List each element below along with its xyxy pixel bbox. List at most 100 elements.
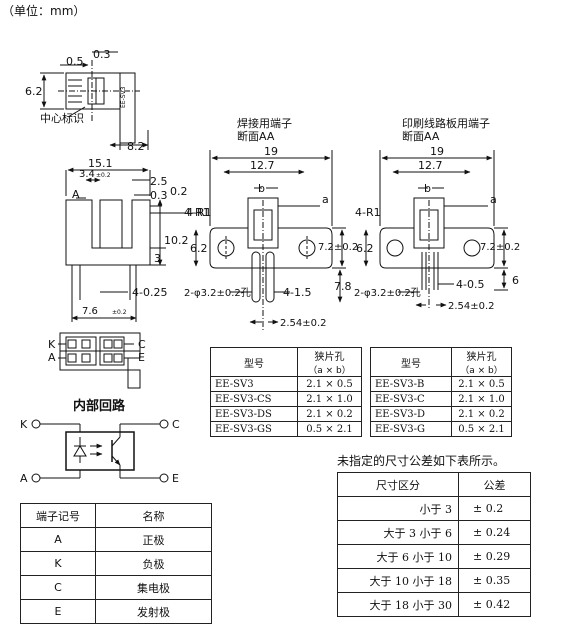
pcb-title-2: 断面AA (402, 129, 440, 143)
dim-top-0-5: 0.5 (66, 55, 84, 68)
pcb-dim-6: 6 (512, 274, 519, 287)
pcb-dim-a: a (490, 193, 497, 206)
table-row: 大于 3 小于 6± 0.24 (337, 520, 531, 545)
solder-hole: 2-φ3.2±0.2孔 (184, 287, 251, 299)
tolerance-table: 尺寸区分 公差 小于 3± 0.2 大于 3 小于 6± 0.24 大于 6 小… (337, 472, 531, 617)
dim-front-tol: ±0.2 (96, 172, 111, 179)
solder-dim-7-2: 7.2±0.2 (318, 242, 358, 253)
table-cell: 小于 3 (337, 496, 459, 521)
unit-label: （单位：mm） (2, 4, 86, 18)
section-mark-a: A (72, 188, 80, 201)
table-cell: 2.1 × 0.5 (451, 376, 512, 392)
table-cell: EE-SV3-D (370, 406, 452, 422)
circuit-title: 内部回路 (73, 399, 126, 414)
dim-front-4-r1: 4-R1 (186, 206, 212, 219)
dim-front-10-2: 10.2 (164, 234, 189, 247)
solder-dim-a: a (322, 193, 329, 206)
dim-front-0-3: 0.3 (150, 189, 168, 202)
dim-top-0-3: 0.3 (93, 48, 111, 61)
solder-dim-19: 19 (264, 145, 278, 158)
solder-title-1: 焊接用端子 (237, 116, 292, 130)
table-cell: 大于 3 小于 6 (337, 520, 459, 545)
pcb-section-drawing (363, 150, 508, 310)
bottom-label-e: E (138, 351, 145, 364)
solder-dim-b: b (258, 182, 265, 195)
table-cell: 集电极 (95, 575, 212, 600)
table-cell: 负极 (95, 551, 212, 576)
solder-dim-4-r1: 4-R1 (184, 206, 210, 219)
part-mark: EE-SV3 (120, 86, 127, 108)
model-table-1-header-model: 型号 (210, 347, 298, 377)
table-cell: 2.1 × 1.0 (297, 391, 362, 407)
model-table-2-header-slit: 狭片孔（a × b） (451, 347, 512, 377)
terminal-header-name: 名称 (95, 503, 212, 528)
table-cell: E (20, 599, 96, 624)
model-table-2-header-model: 型号 (370, 347, 452, 377)
dim-top-8-2: 8.2 (127, 140, 145, 153)
dim-front-0-2: 0.2 (170, 185, 188, 198)
tolerance-header-value: 公差 (458, 472, 531, 497)
pcb-dim-4-0-5: 4-0.5 (456, 278, 484, 291)
solder-dim-4-1-5: 4-1.5 (283, 286, 311, 299)
table-cell: 2.1 × 1.0 (451, 391, 512, 407)
model-table-1-header-slit: 狭片孔 （a × b） (297, 347, 362, 377)
bottom-label-k: K (48, 338, 56, 351)
table-row: 大于 6 小于 10± 0.29 (337, 544, 531, 569)
model-table-2-header-slit-2: （a × b） (460, 366, 503, 376)
pin-label-1: 4-0.25 (132, 286, 167, 299)
model-table-1-header-slit-2: （a × b） (308, 366, 351, 376)
table-row: 大于 18 小于 30± 0.42 (337, 592, 531, 617)
table-cell: 正极 (95, 527, 212, 552)
table-cell: 2.1 × 0.2 (297, 406, 362, 422)
table-cell: ± 0.42 (458, 592, 531, 617)
circuit-label-k: K (20, 418, 28, 431)
pcb-dim-2-54: 2.54±0.2 (448, 301, 495, 312)
terminal-header-symbol: 端子记号 (20, 503, 96, 528)
circuit-label-c: C (172, 418, 180, 431)
table-cell: EE-SV3-B (370, 376, 452, 392)
pcb-title-1: 印刷线路板用端子 (402, 116, 490, 130)
dim-front-7-6: 7.6 (82, 306, 98, 317)
table-cell: EE-SV3 (210, 376, 298, 392)
table-cell: EE-SV3-CS (210, 391, 298, 407)
table-cell: ± 0.2 (458, 496, 531, 521)
pcb-dim-12-7: 12.7 (418, 159, 443, 172)
internal-circuit (31, 419, 169, 483)
bottom-view (58, 332, 141, 389)
table-cell: 大于 18 小于 30 (337, 592, 459, 617)
dim-top-6-2: 6.2 (25, 85, 43, 98)
table-cell: ± 0.35 (458, 568, 531, 593)
solder-dim-7-8: 7.8 (334, 280, 352, 293)
table-cell: 0.5 × 2.1 (297, 421, 362, 437)
model-table-1-header-slit-1: 狭片孔 (314, 352, 345, 363)
pcb-dim-4-r1: 4-R1 (355, 206, 381, 219)
front-view (65, 167, 185, 322)
solder-dim-12-7: 12.7 (250, 159, 275, 172)
circuit-label-a: A (20, 472, 28, 485)
pcb-dim-b: b (424, 182, 431, 195)
table-cell: A (20, 527, 96, 552)
circuit-label-e: E (172, 472, 179, 485)
tolerance-note: 未指定的尺寸公差如下表所示。 (337, 454, 506, 468)
table-row: 大于 10 小于 18± 0.35 (337, 568, 531, 593)
table-cell: 大于 6 小于 10 (337, 544, 459, 569)
solder-dim-6-2: 6.2 (190, 242, 208, 255)
dim-front-7-6-tol: ±0.2 (112, 309, 127, 316)
table-cell: ± 0.29 (458, 544, 531, 569)
top-view (40, 51, 149, 150)
bottom-label-a: A (48, 351, 56, 364)
